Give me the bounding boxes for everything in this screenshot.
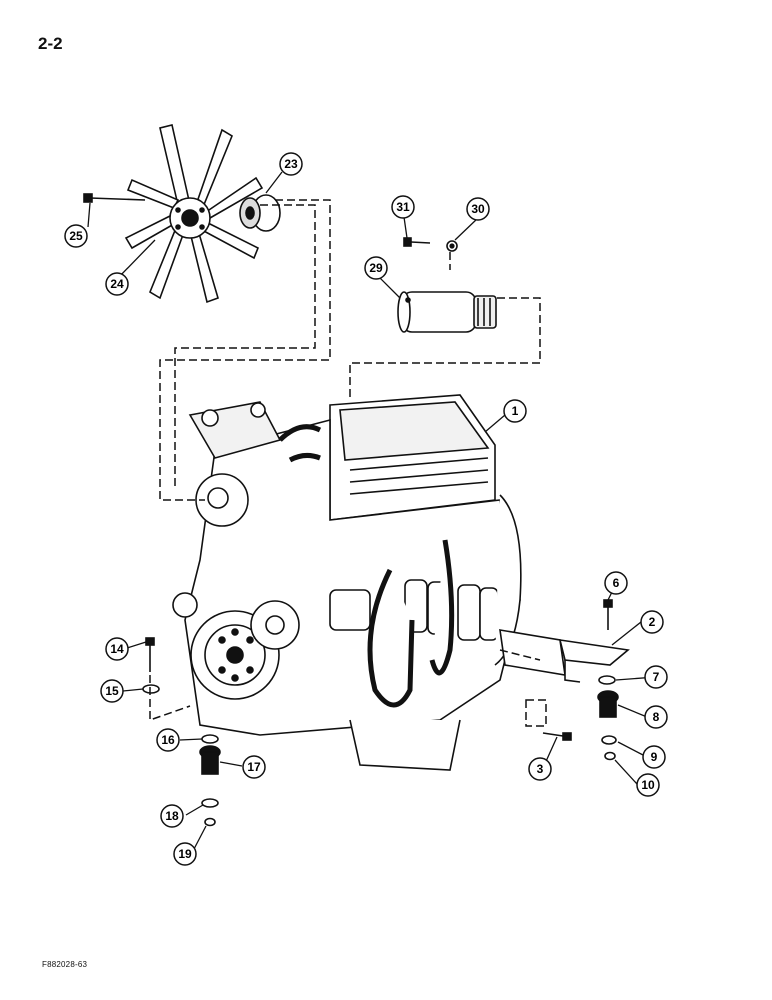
bracket-bolt-3 bbox=[542, 732, 572, 741]
callout-15: 15 bbox=[100, 679, 124, 703]
engine-assembly bbox=[172, 394, 522, 771]
svg-text:7: 7 bbox=[653, 670, 660, 684]
washer-7 bbox=[598, 675, 616, 685]
callout-30: 30 bbox=[466, 197, 490, 221]
fan-bolt bbox=[83, 193, 146, 203]
callout-29: 29 bbox=[364, 256, 388, 280]
callout-1: 1 bbox=[503, 399, 527, 423]
svg-text:8: 8 bbox=[653, 710, 660, 724]
fan-blade-assembly bbox=[124, 124, 264, 304]
svg-text:9: 9 bbox=[651, 750, 658, 764]
nut-10 bbox=[604, 751, 616, 761]
svg-text:1: 1 bbox=[512, 404, 519, 418]
mounting-bracket bbox=[499, 629, 630, 683]
svg-text:30: 30 bbox=[471, 202, 485, 216]
front-bolt-14 bbox=[145, 637, 155, 672]
callout-18: 18 bbox=[160, 804, 184, 828]
washer-15 bbox=[142, 684, 160, 694]
assembly-lines bbox=[149, 199, 547, 727]
svg-text:24: 24 bbox=[110, 277, 124, 291]
washer-9 bbox=[601, 735, 617, 745]
rubber-isolator-8 bbox=[597, 690, 619, 718]
washer-16 bbox=[201, 734, 219, 744]
svg-text:25: 25 bbox=[69, 229, 83, 243]
callout-3: 3 bbox=[528, 757, 552, 781]
alternator bbox=[397, 291, 497, 333]
svg-text:23: 23 bbox=[284, 157, 298, 171]
callout-23: 23 bbox=[279, 152, 303, 176]
svg-text:15: 15 bbox=[105, 684, 119, 698]
rubber-isolator-17 bbox=[199, 745, 221, 775]
nut-19 bbox=[204, 817, 216, 827]
callout-31: 31 bbox=[391, 195, 415, 219]
svg-text:19: 19 bbox=[178, 847, 192, 861]
callout-6: 6 bbox=[604, 571, 628, 595]
svg-text:6: 6 bbox=[613, 576, 620, 590]
svg-text:18: 18 bbox=[165, 809, 179, 823]
alternator-bolt bbox=[403, 237, 431, 247]
alternator-washer bbox=[446, 240, 458, 252]
callout-14: 14 bbox=[105, 637, 129, 661]
callout-25: 25 bbox=[64, 224, 88, 248]
svg-text:10: 10 bbox=[641, 778, 655, 792]
washer-18 bbox=[201, 798, 219, 808]
callout-8: 8 bbox=[644, 705, 668, 729]
svg-text:29: 29 bbox=[369, 261, 383, 275]
callout-24: 24 bbox=[105, 272, 129, 296]
svg-text:3: 3 bbox=[537, 762, 544, 776]
callout-10: 10 bbox=[636, 773, 660, 797]
svg-text:16: 16 bbox=[161, 733, 175, 747]
callout-2: 2 bbox=[640, 610, 664, 634]
svg-text:2: 2 bbox=[649, 615, 656, 629]
callout-19: 19 bbox=[173, 842, 197, 866]
callout-16: 16 bbox=[156, 728, 180, 752]
bracket-bolt-6 bbox=[603, 599, 613, 630]
page-number: 2-2 bbox=[38, 34, 63, 53]
fan-spacer bbox=[239, 194, 281, 232]
svg-text:14: 14 bbox=[110, 642, 124, 656]
svg-text:31: 31 bbox=[396, 200, 410, 214]
callout-9: 9 bbox=[642, 745, 666, 769]
figure-code: F882028-63 bbox=[42, 960, 88, 969]
callout-17: 17 bbox=[242, 755, 266, 779]
callout-7: 7 bbox=[644, 665, 668, 689]
svg-text:17: 17 bbox=[247, 760, 261, 774]
